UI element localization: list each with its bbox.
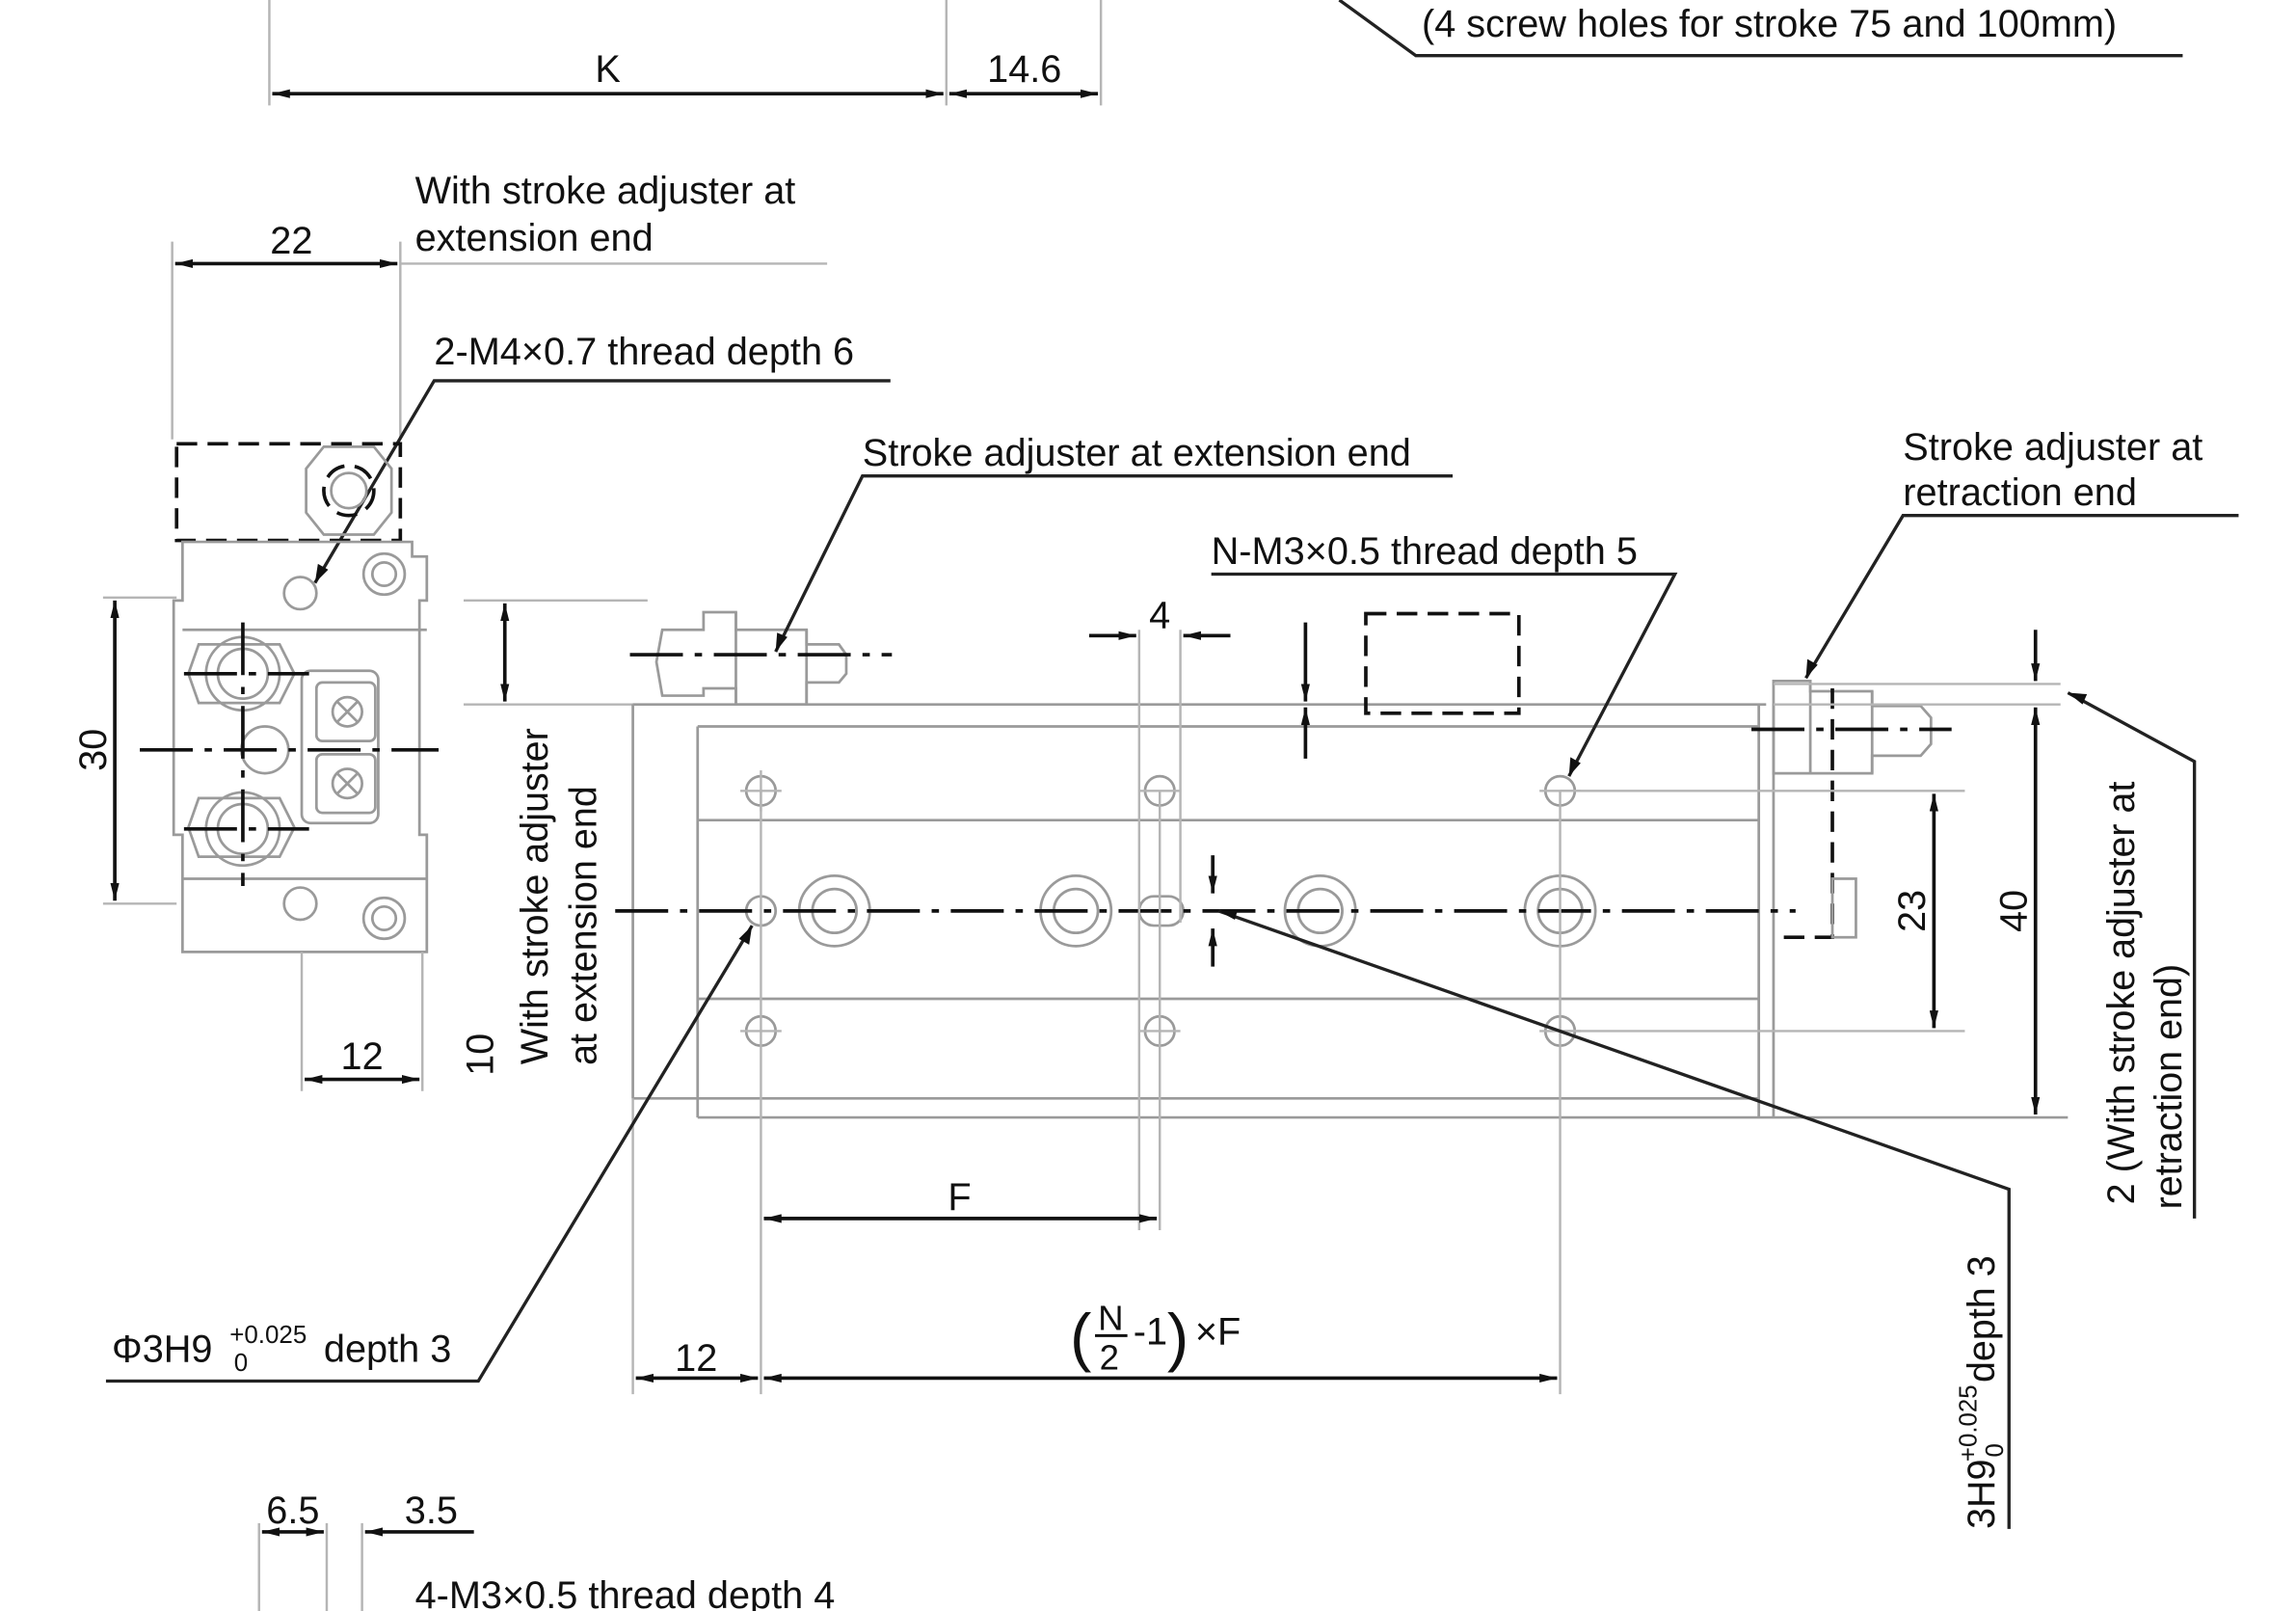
ext-adjuster-label: Stroke adjuster at extension end [863,432,1411,474]
adjuster-ext-label-1: With stroke adjuster at [415,170,796,212]
svg-text:(: ( [1070,1302,1091,1374]
dim-40-label: 40 [1992,890,2035,932]
end-view: 22 With stroke adjuster at extension end… [72,170,891,1091]
bottom-section: 6.5 3.5 4-M3×0.5 thread depth 4 [257,1490,836,1611]
ext-adjuster-leader [774,474,1454,653]
svg-text:): ) [1167,1302,1188,1374]
ret-adjuster-body [1772,680,1933,775]
dim-12-bottom-label: 12 [675,1337,717,1380]
h9-label: 3H9 +0.025 0 depth 3 [1956,1255,2010,1529]
ret-adjuster-leader [1804,514,2239,680]
phi-leader [105,925,754,1383]
nm3-thread-label: N-M3×0.5 thread depth 5 [1212,530,1638,573]
dim-14-6-label: 14.6 [987,48,1061,91]
formula-label: ( N 2 -1 ) ×F [1070,1298,1241,1377]
svg-text:-1: -1 [1134,1311,1167,1354]
svg-text:+0.025: +0.025 [229,1322,307,1349]
dim-4-label: 4 [1149,595,1170,637]
dim-23-label: 23 [1891,890,1934,932]
h9-leader [1217,909,2011,1529]
end-body-outline [172,540,429,953]
svg-text:N: N [1098,1298,1123,1337]
vert-ret-label-2: retraction end) [2148,964,2190,1210]
top-section: K 14.6 (4 screw holes for stroke 75 and … [268,0,2183,106]
top-note-leader [1338,0,2183,58]
ret-adjuster-label-1: Stroke adjuster at [1903,426,2203,469]
m3-thread-4-label: 4-M3×0.5 thread depth 4 [415,1574,836,1611]
svg-text:3H9: 3H9 [1961,1460,2003,1529]
vert-adjuster-label-2: at extension end [562,786,604,1065]
dim-12-left-label: 12 [341,1035,384,1078]
dim-3-5-label: 3.5 [405,1490,458,1532]
dim-10-label: 10 [459,1034,501,1076]
adjuster-ext-label-2: extension end [415,217,654,259]
vert-adjuster-label-1: With stroke adjuster [514,728,556,1064]
vert-ret-label-1: 2 (With stroke adjuster at [2100,782,2143,1205]
svg-text:Φ3H9: Φ3H9 [112,1329,212,1371]
svg-text:2: 2 [1100,1337,1119,1377]
nm3-leader [1211,572,1678,777]
dim-30-label: 30 [72,729,115,771]
svg-text:0: 0 [234,1350,248,1377]
svg-text:0: 0 [1982,1443,2009,1457]
main-phantom-block [1364,611,1521,715]
svg-text:+0.025: +0.025 [1956,1384,1983,1462]
ret-adjuster-label-2: retraction end [1903,471,2137,514]
svg-text:×F: ×F [1195,1311,1241,1354]
phi-label: Φ3H9 +0.025 0 depth 3 [112,1322,451,1377]
dim-f-label: F [948,1176,971,1219]
vert-ret-leader [2067,691,2197,1219]
top-note: (4 screw holes for stroke 75 and 100mm) [1422,3,2117,45]
m4-thread-label: 2-M4×0.7 thread depth 6 [434,331,854,373]
end-adjuster-phantom [174,442,403,543]
dim-6-5-label: 6.5 [266,1490,319,1532]
svg-text:depth 3: depth 3 [1961,1255,2003,1383]
side-view: 10 With stroke adjuster at extension end… [105,426,2239,1529]
dim-k-label: K [595,48,620,91]
ext-adjuster-body [654,610,848,707]
svg-text:depth 3: depth 3 [324,1329,451,1371]
dim-22-label: 22 [270,220,312,262]
